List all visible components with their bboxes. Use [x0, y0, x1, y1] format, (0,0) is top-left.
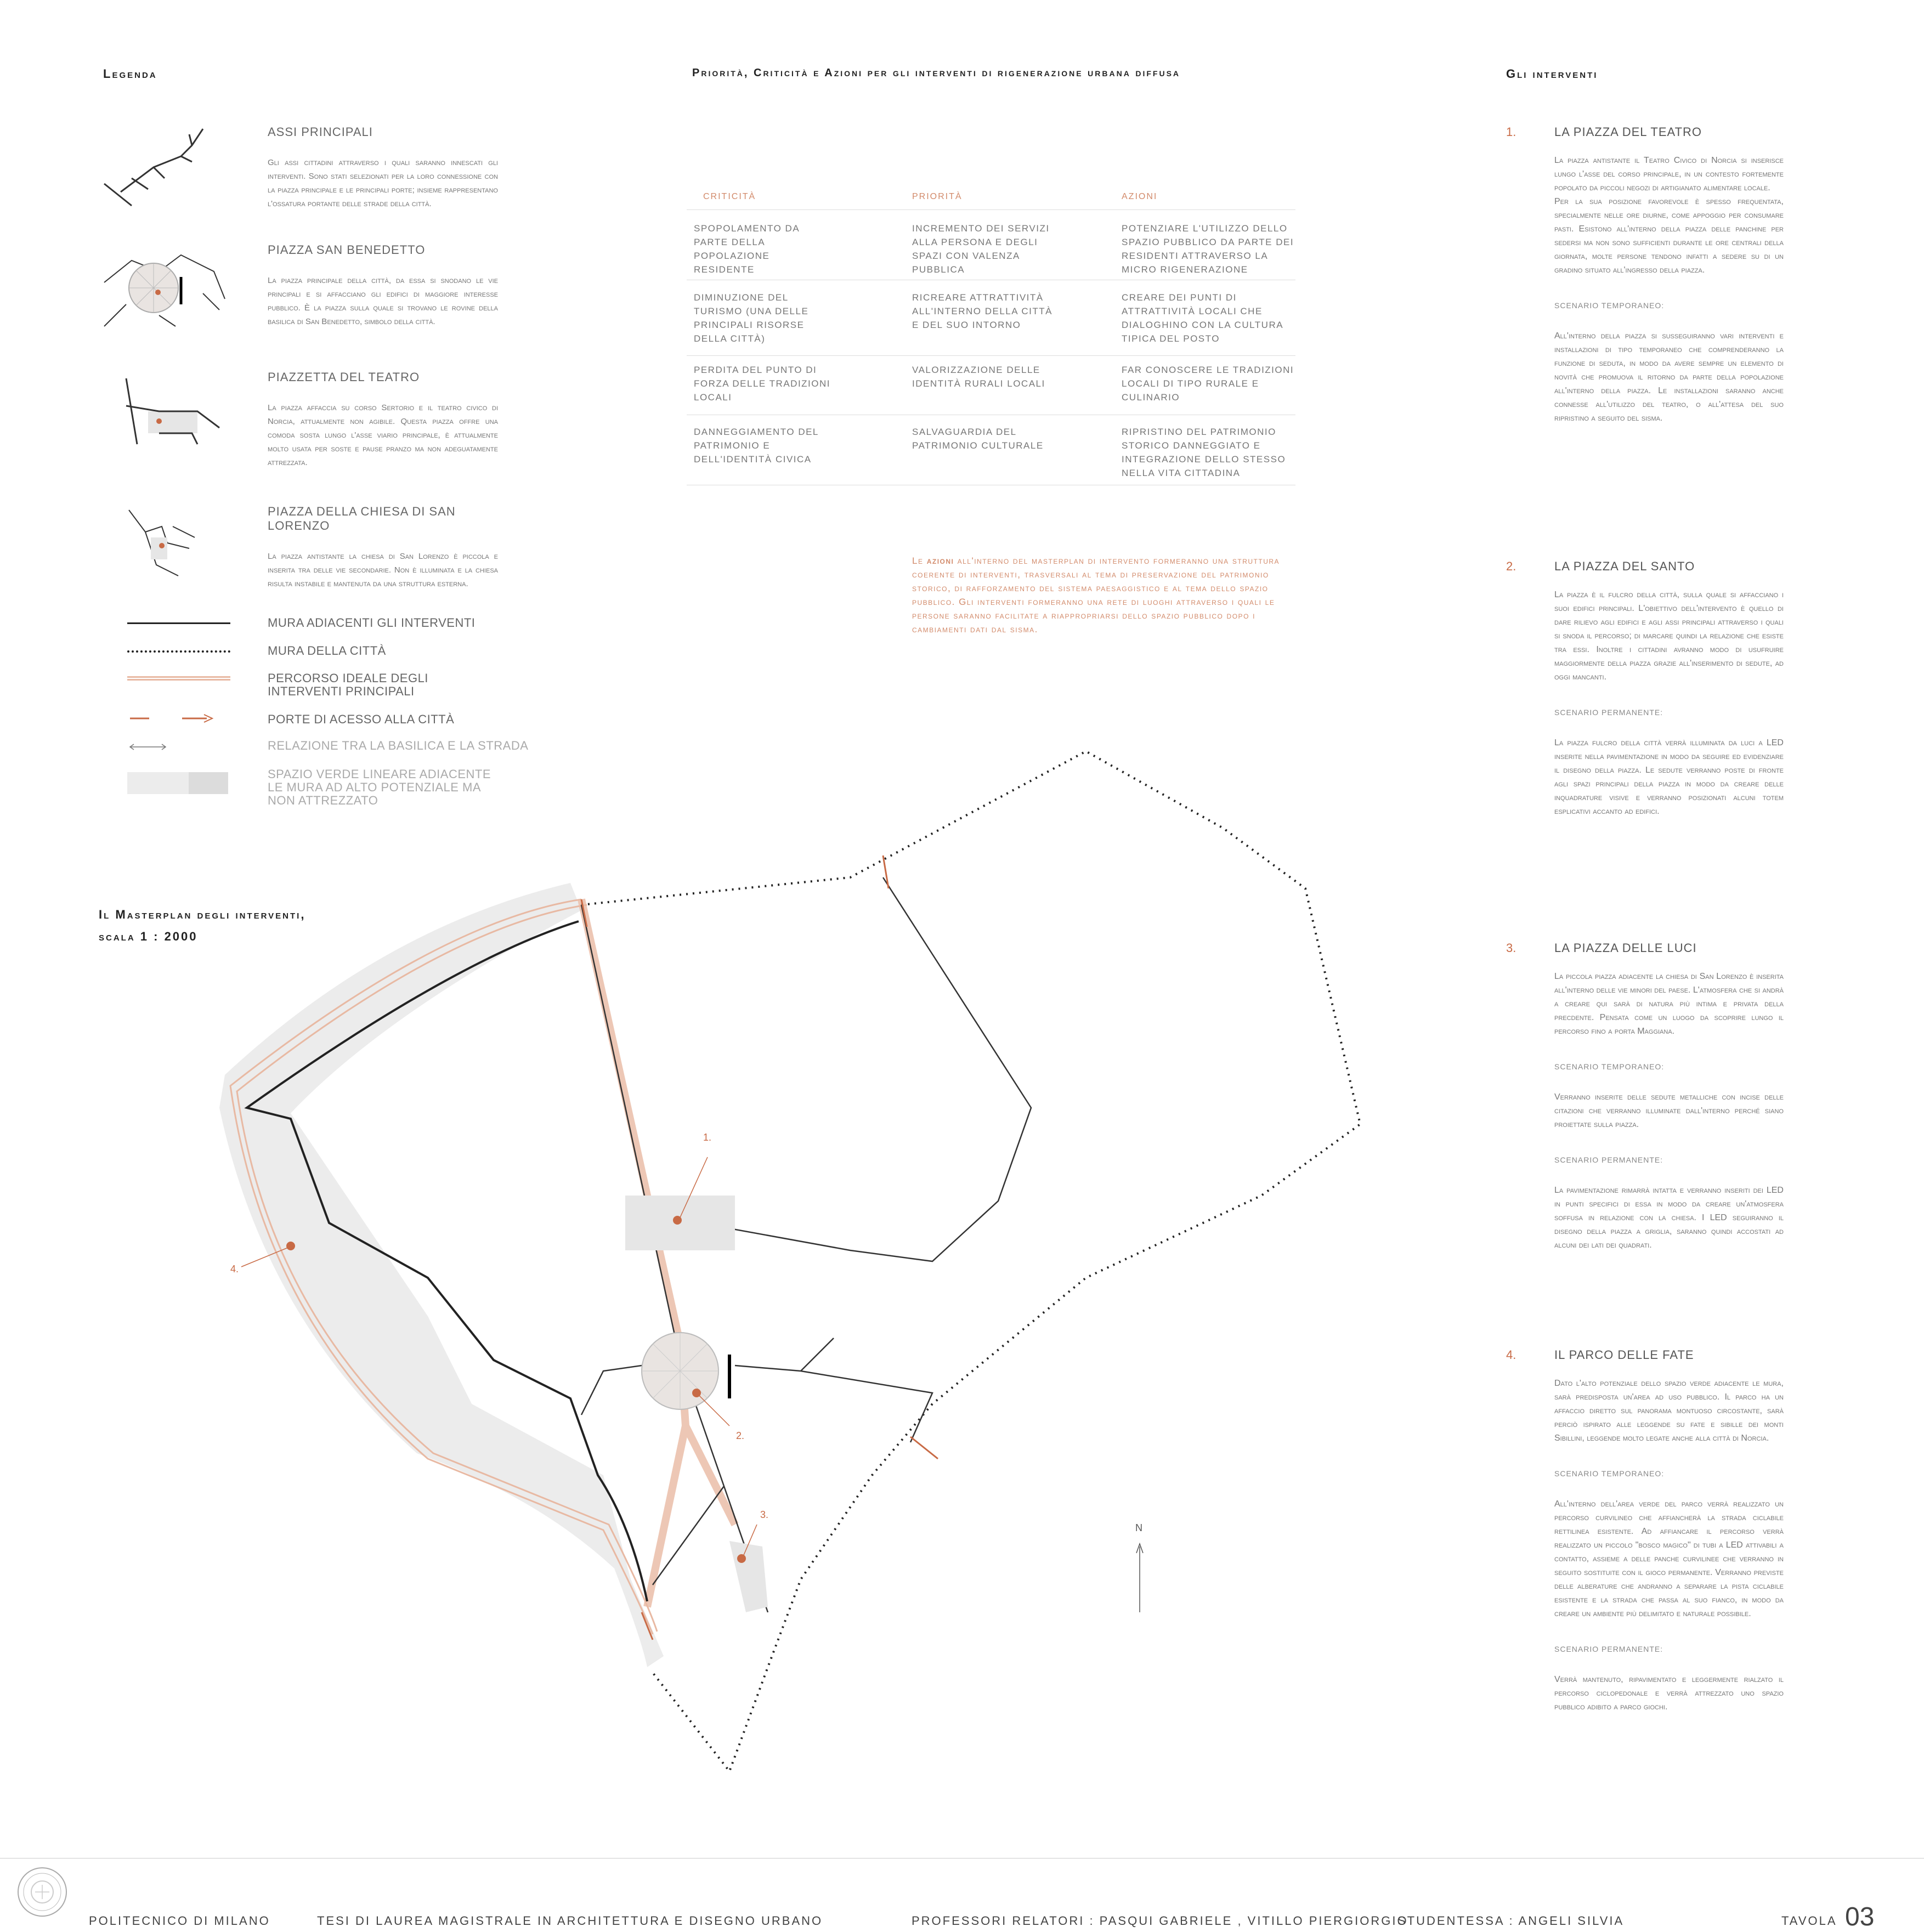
map-label-2: 2. — [736, 1430, 745, 1441]
intervention-body: La piazza antistante il Teatro Civico di… — [1554, 156, 1784, 423]
legend-item-piazza-san-benedetto: Piazza San Benedetto La piazza principal… — [268, 243, 498, 328]
legend-symbol-green-dark — [189, 772, 228, 794]
table-cell: Spopolamento da parte della popolazione … — [694, 223, 800, 275]
table-cell: Perdita del punto di forza delle tradizi… — [694, 365, 831, 403]
city-walls — [581, 750, 1362, 1774]
secondary-axes — [580, 1338, 933, 1443]
intervention-number: 2. — [1506, 559, 1516, 573]
legend-item-piazza-san-lorenzo: Piazza della Chiesa di San Lorenzo La pi… — [268, 505, 498, 591]
legend-header: Legenda — [103, 67, 157, 81]
masterplan-title: Il Masterplan degli interventi, scala 1 … — [99, 908, 306, 943]
legend-icon-piazzetta-teatro — [115, 373, 225, 450]
intervention-point-4 — [286, 1242, 295, 1250]
table-header-criticita: Criticità — [703, 192, 756, 201]
intervention-point-1 — [673, 1216, 682, 1225]
footer-thesis: Tesi di Laurea Magistrale in Architettur… — [317, 1914, 823, 1928]
green-space-area — [219, 883, 664, 1667]
intervention-number: 1. — [1506, 125, 1516, 139]
intervention-number: 4. — [1506, 1348, 1516, 1362]
legend-text-piazza-san-lorenzo: La piazza antistante la chiesa di San Lo… — [268, 552, 498, 588]
gate-arrow-icon — [127, 713, 230, 724]
legend-icon-piazza-san-benedetto — [93, 250, 230, 332]
intervention-point-3 — [737, 1554, 746, 1563]
table-cell: Danneggiamento del patrimonio e dell'ide… — [694, 427, 819, 464]
table-rule — [687, 355, 1295, 356]
table-header-priorita: Priorità — [912, 192, 963, 201]
north-label: N — [1135, 1522, 1142, 1533]
masterplan-map — [0, 713, 1426, 1810]
legend-label-green-space: Spazio verde lineare adiacente le mura a… — [268, 767, 491, 807]
table-cell: Potenziare l'utilizzo dello spazio pubbl… — [1122, 223, 1294, 275]
legend-text-piazza-san-benedetto: La piazza principale della città, da ess… — [268, 276, 498, 326]
legend-title-piazza-san-lorenzo: Piazza della Chiesa di San Lorenzo — [268, 505, 456, 532]
legend-label-ideal-path: Percorso ideale degli interventi princip… — [268, 671, 428, 698]
footer-tavola-number: 03 — [1845, 1902, 1875, 1931]
piazza-san-lorenzo-area — [729, 1541, 768, 1612]
legend-symbol-city-walls — [127, 650, 230, 653]
gate-marker — [882, 855, 890, 889]
legend-title-axes: Assi principali — [268, 125, 373, 139]
table-cell: Far conoscere le tradizioni locali di ti… — [1122, 365, 1294, 403]
footer-university: Politecnico di Milano — [89, 1914, 270, 1928]
footer-professors: Professori relatori : Pasqui Gabriele , … — [912, 1914, 1408, 1928]
intervention-body: Dato l'alto potenziale dello spazio verd… — [1554, 1379, 1784, 1712]
legend-title-piazzetta-teatro: Piazzetta del Teatro — [268, 370, 420, 384]
legend-title-piazza-san-benedetto: Piazza San Benedetto — [268, 243, 426, 257]
table-cell: Diminuzione del turismo (una delle princ… — [694, 292, 809, 344]
double-arrow-icon — [127, 741, 230, 752]
footer-tavola-label: Tavola — [1781, 1914, 1837, 1928]
intervention-title: La piazza del Teatro — [1554, 125, 1702, 139]
legend-label-relation: Relazione tra la basilica e la strada — [268, 739, 529, 752]
actions-note: Le azioni all'interno del masterplan di … — [912, 556, 1280, 634]
footer-rule — [0, 1858, 1924, 1859]
map-label-1: 1. — [703, 1132, 712, 1143]
table-cell: Ricreare attrattività all'interno della … — [912, 292, 1052, 330]
table-header-azioni: Azioni — [1122, 192, 1158, 201]
intervention-number: 3. — [1506, 941, 1516, 955]
adjacent-walls — [244, 920, 648, 1602]
legend-symbol-ideal-path — [127, 676, 230, 681]
legend-item-axes: Assi principali Gli assi cittadini attra… — [268, 125, 498, 211]
intervention-title: La piazza delle Luci — [1554, 941, 1697, 955]
legend-text-piazzetta-teatro: La piazza affaccia su corso Sertorio e i… — [268, 403, 498, 467]
table-rule — [687, 209, 1295, 210]
interventions-header: Gli interventi — [1506, 67, 1598, 81]
legend-label-gates: Porte di acesso alla città — [268, 712, 455, 726]
priorities-header: Priorità, Criticità e Azioni per gli int… — [692, 67, 1181, 79]
map-label-3: 3. — [760, 1509, 769, 1520]
gate-marker — [910, 1436, 938, 1460]
gate-marker — [580, 899, 588, 927]
gate-marker — [641, 1612, 654, 1640]
legend-icon-axes — [99, 123, 236, 211]
legend-icon-piazza-san-lorenzo — [123, 505, 206, 581]
intervention-point-2 — [692, 1389, 701, 1397]
legend-symbol-green-light — [127, 772, 189, 794]
legend-symbol-walls-adjacent — [127, 622, 230, 624]
university-seal-icon — [18, 1867, 67, 1917]
ideal-path-inner — [236, 904, 658, 1632]
legend-label-walls-adjacent: Mura adiacenti gli interventi — [268, 616, 476, 630]
intervention-body: La piazza è il fulcro della città, sulla… — [1554, 590, 1784, 816]
legend-text-axes: Gli assi cittadini attraverso i quali sa… — [268, 158, 498, 208]
map-label-4: 4. — [230, 1264, 239, 1274]
intervention-title: Il parco delle Fate — [1554, 1348, 1694, 1362]
table-cell: Ripristino del patrimonio storico danneg… — [1122, 427, 1286, 478]
intervention-body: La piccola piazza adiacente la chiesa di… — [1554, 972, 1784, 1250]
table-cell: Creare dei punti di attrattività locali … — [1122, 292, 1283, 344]
ideal-path-outer — [229, 898, 654, 1635]
legend-item-piazzetta-teatro: Piazzetta del Teatro La piazza affaccia … — [268, 370, 498, 469]
footer-student: Studentessa : Angeli Silvia — [1397, 1914, 1625, 1928]
legend-label-city-walls: Mura della città — [268, 644, 386, 658]
intervention-title: La piazza del Santo — [1554, 559, 1695, 573]
table-cell: Incremento dei servizi alla persona e de… — [912, 223, 1050, 275]
table-cell: Valorizzazione delle identità rurali loc… — [912, 365, 1045, 389]
table-cell: Salvaguardia del patrimonio culturale — [912, 427, 1044, 451]
